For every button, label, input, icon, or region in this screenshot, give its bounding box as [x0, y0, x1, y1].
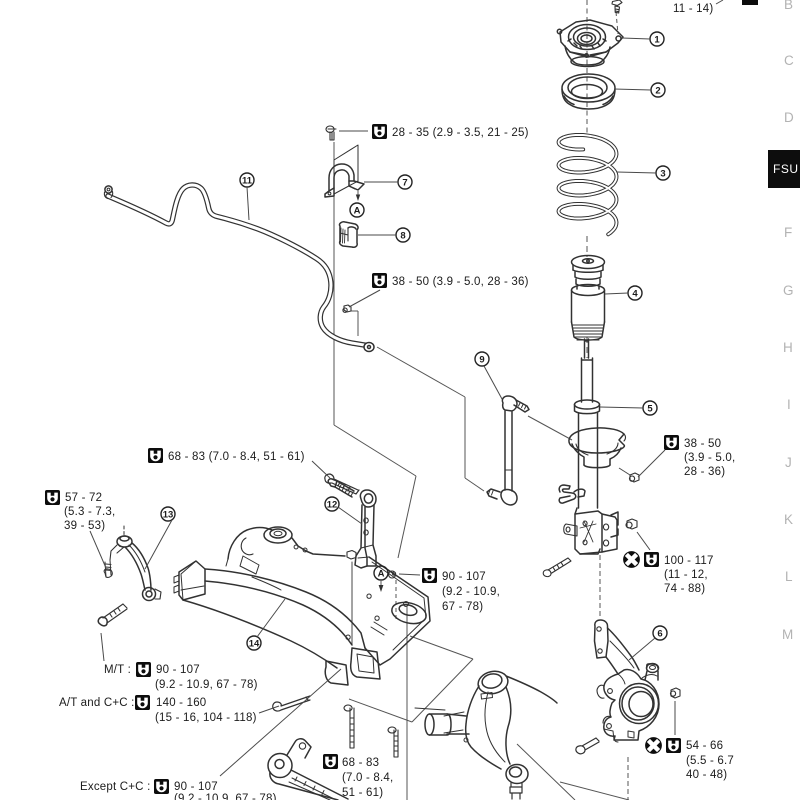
svg-text:1: 1 — [654, 35, 660, 46]
svg-text:(5.3 - 7.3,: (5.3 - 7.3, — [64, 506, 115, 518]
svg-text:90 - 107: 90 - 107 — [156, 664, 200, 676]
svg-text:68 - 83 (7.0 - 8.4, 51 - 61): 68 - 83 (7.0 - 8.4, 51 - 61) — [168, 451, 305, 463]
svg-text:9: 9 — [479, 355, 484, 366]
svg-text:74 - 88): 74 - 88) — [664, 583, 705, 595]
svg-text:38 - 50: 38 - 50 — [684, 438, 721, 450]
svg-text:G: G — [783, 283, 794, 298]
svg-text:Except C+C :: Except C+C : — [80, 781, 150, 793]
svg-text:M/T :: M/T : — [104, 664, 131, 676]
svg-text:(5.5 - 6.7: (5.5 - 6.7 — [686, 755, 734, 767]
svg-text:38 - 50 (3.9 - 5.0, 28 - 36): 38 - 50 (3.9 - 5.0, 28 - 36) — [392, 276, 529, 288]
svg-text:L: L — [785, 569, 793, 584]
svg-text:8: 8 — [400, 231, 405, 242]
svg-text:11 - 14): 11 - 14) — [673, 3, 713, 15]
svg-text:3: 3 — [660, 169, 665, 180]
svg-text:(3.9 - 5.0,: (3.9 - 5.0, — [684, 452, 735, 464]
svg-text:C: C — [784, 53, 794, 68]
svg-text:J: J — [785, 455, 792, 470]
svg-text:100 - 117: 100 - 117 — [664, 555, 714, 567]
svg-text:67 - 78): 67 - 78) — [442, 601, 483, 613]
svg-text:(9.2 - 10.9, 67 - 78): (9.2 - 10.9, 67 - 78) — [155, 679, 258, 691]
svg-text:90 - 107: 90 - 107 — [174, 781, 218, 793]
svg-text:40 - 48): 40 - 48) — [686, 769, 727, 781]
svg-text:11: 11 — [242, 176, 253, 187]
svg-text:(11 - 12,: (11 - 12, — [664, 569, 708, 581]
svg-text:(9.2 - 10.9, 67 - 78): (9.2 - 10.9, 67 - 78) — [174, 793, 277, 800]
svg-text:14: 14 — [249, 639, 260, 650]
svg-text:51 - 61): 51 - 61) — [342, 787, 383, 799]
svg-text:M: M — [782, 627, 793, 642]
svg-text:28 - 35 (2.9 - 3.5, 21 - 25): 28 - 35 (2.9 - 3.5, 21 - 25) — [392, 127, 529, 139]
svg-text:(7.0 - 8.4,: (7.0 - 8.4, — [342, 772, 393, 784]
svg-text:7: 7 — [402, 178, 407, 189]
svg-text:2: 2 — [655, 86, 660, 97]
svg-text:68 - 83: 68 - 83 — [342, 757, 379, 769]
svg-text:28 - 36): 28 - 36) — [684, 466, 725, 478]
svg-text:140 - 160: 140 - 160 — [156, 697, 206, 709]
svg-text:4: 4 — [632, 289, 638, 300]
svg-text:12: 12 — [327, 500, 338, 511]
svg-text:B: B — [784, 0, 793, 12]
svg-text:57 - 72: 57 - 72 — [65, 492, 102, 504]
svg-text:F: F — [784, 225, 792, 240]
svg-text:A/T and C+C :: A/T and C+C : — [59, 697, 135, 709]
svg-text:FSU: FSU — [773, 162, 799, 176]
svg-text:(15 - 16, 104 - 118): (15 - 16, 104 - 118) — [155, 712, 257, 724]
svg-text:(9.2 - 10.9,: (9.2 - 10.9, — [442, 586, 500, 598]
svg-text:A: A — [354, 206, 361, 217]
svg-text:90 - 107: 90 - 107 — [442, 571, 486, 583]
svg-text:A: A — [378, 569, 385, 580]
svg-text:6: 6 — [657, 629, 662, 640]
svg-text:K: K — [784, 512, 793, 527]
svg-text:54 - 66: 54 - 66 — [686, 740, 723, 752]
svg-text:D: D — [784, 110, 794, 125]
svg-text:I: I — [787, 397, 791, 412]
svg-text:5: 5 — [647, 404, 653, 415]
svg-text:39 - 53): 39 - 53) — [64, 520, 105, 532]
svg-text:13: 13 — [163, 510, 174, 521]
svg-text:H: H — [783, 340, 793, 355]
